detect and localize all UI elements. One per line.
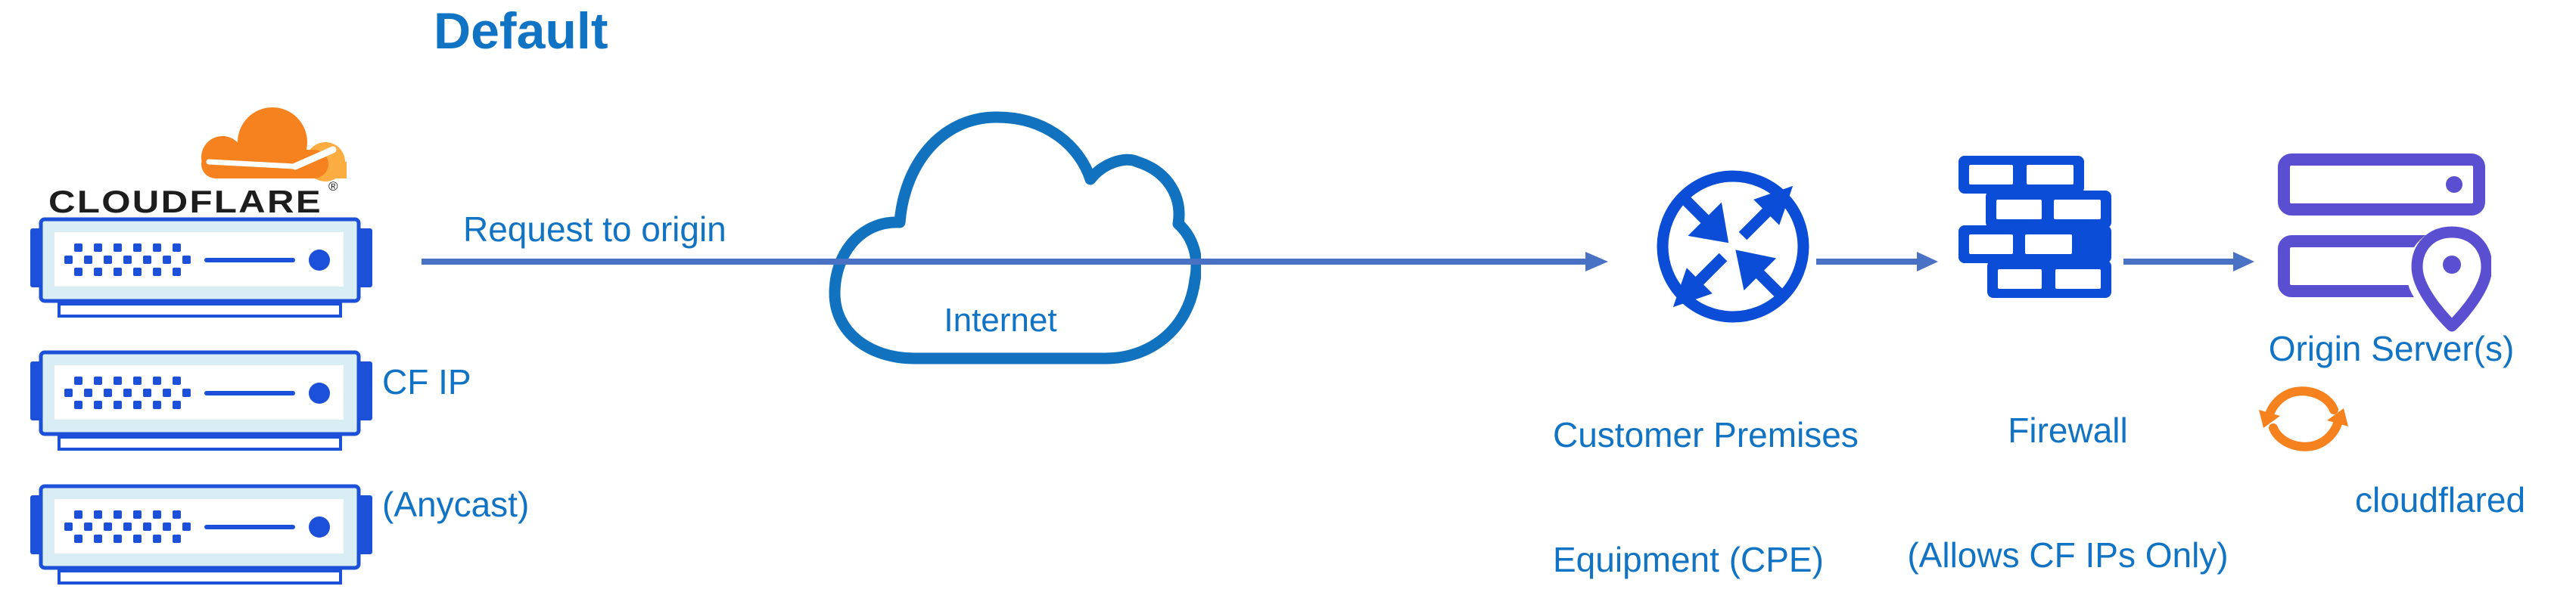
cloudflare-server-icon [30,217,372,318]
location-pin-icon [2411,226,2491,332]
cpe-label-line1: Customer Premises [1553,415,1859,454]
sync-arrows-icon [2259,386,2348,451]
cloudflare-cloud-icon [201,107,347,181]
firewall-to-origin-arrow-icon [2123,252,2254,271]
cloudflared-note: cloudflared deployed on servers [2355,383,2545,614]
origin-servers-label: Origin Server(s) [2268,329,2515,368]
server-vent-dots [64,243,191,276]
registered-trademark: ® [328,179,338,194]
origin-servers-icon [2278,154,2491,332]
firewall-label: Firewall (Allows CF IPs Only) [1907,327,2229,614]
cloudflare-logo: CLOUDFLARE ® [48,107,347,219]
cloudflare-server-icon [30,484,372,585]
cpe-label: Customer Premises Equipment (CPE) [1553,331,1859,614]
cpe-label-line2: Equipment (CPE) [1553,540,1824,579]
cf-ip-line: CF IP [382,362,471,402]
firewall-icon [1958,156,2111,298]
request-to-origin-label: Request to origin [463,209,726,249]
cloudflare-server-icon [30,350,372,451]
cpe-router-icon [1657,170,1809,323]
cloudflared-note-line1: cloudflared [2355,480,2526,519]
firewall-label-line1: Firewall [2008,411,2128,450]
cpe-to-firewall-arrow-icon [1816,252,1938,271]
firewall-label-line2: (Allows CF IPs Only) [1907,535,2229,575]
cf-ip-anycast-label: CF IP (Anycast) [382,280,529,606]
cloudflare-wordmark: CLOUDFLARE [48,184,322,219]
page-title: Default [434,2,608,60]
request-arrow-icon [422,252,1608,271]
anycast-line: (Anycast) [382,485,530,524]
internet-label: Internet [944,302,1057,339]
